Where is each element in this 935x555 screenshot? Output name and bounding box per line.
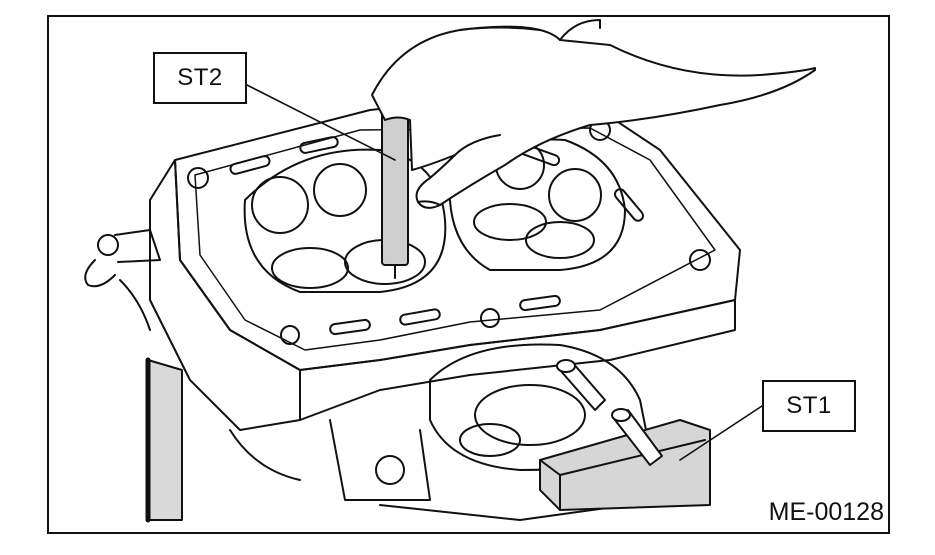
st1-label: ST1: [762, 380, 856, 432]
figure-code: ME-00128: [768, 498, 884, 526]
st2-tool-rod: [381, 94, 409, 279]
st1-tool-block: [539, 359, 711, 511]
st2-label: ST2: [153, 52, 247, 104]
hand: [371, 19, 816, 209]
left-block: [145, 357, 183, 523]
side-fitting: [84, 229, 161, 331]
st1-leader-line: [679, 405, 763, 461]
left-combustion-chamber: [243, 148, 447, 293]
st2-leader-line: [246, 84, 396, 161]
